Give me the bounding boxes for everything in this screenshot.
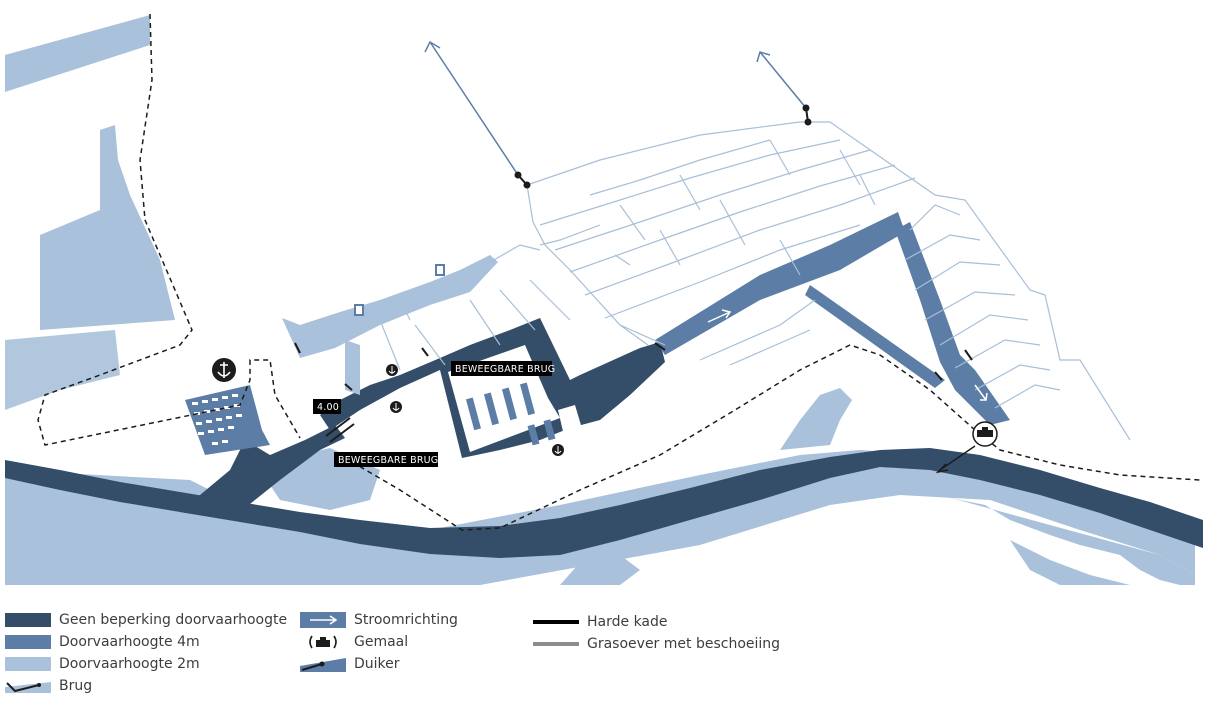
polder-ditches: [379, 121, 1131, 441]
pumping-station-icon: [935, 421, 998, 474]
legend-duiker: Duiker: [300, 654, 400, 674]
legend-label: Harde kade: [587, 614, 668, 630]
legend-geen-beperking: Geen beperking doorvaarhoogte: [5, 610, 287, 630]
legend-harde-kade: Harde kade: [533, 612, 668, 632]
industrial-area-west: [5, 15, 175, 410]
pumping-station-icon: [309, 635, 337, 649]
legend-label: Doorvaarhoogte 2m: [59, 656, 200, 672]
main-river: [5, 448, 1203, 558]
anchor-icon-small: [386, 364, 564, 456]
north-streams: [429, 41, 809, 186]
legend-label: Stroomrichting: [354, 612, 458, 628]
east-channel-4m: [655, 212, 905, 355]
flow-arrow-icon: [300, 612, 346, 628]
map-legend: Geen beperking doorvaarhoogte Doorvaarho…: [0, 606, 1205, 701]
harbour-jetties: [465, 382, 556, 446]
east-branch-4m: [895, 222, 1010, 425]
bridge-label-upper: BEWEEGBARE BRUG: [451, 361, 555, 376]
legend-grasoever: Grasoever met beschoeiing: [533, 634, 780, 654]
legend-label: Grasoever met beschoeiing: [587, 636, 781, 652]
svg-text:BEWEEGBARE BRUG: BEWEEGBARE BRUG: [455, 364, 555, 375]
flow-arrow-icon: [707, 309, 988, 401]
duiker-markers: [514, 104, 812, 189]
north-channels-2m: [282, 255, 498, 358]
harbour-east-pier: [558, 405, 583, 440]
legend-brug: Brug: [5, 676, 92, 696]
light-channel-diag: [805, 285, 945, 388]
legend-label: Doorvaarhoogte 4m: [59, 634, 200, 650]
waterway-map: BEWEEGBARE BRUG BEWEEGBARE BRUG 4.00: [5, 13, 1203, 585]
bridge-label-lower: BEWEEGBARE BRUG: [334, 452, 438, 467]
swatch-medium: [5, 635, 51, 649]
svg-text:4.00: 4.00: [317, 402, 339, 413]
line-solid-grey: [533, 642, 579, 646]
legend-gemaal: Gemaal: [300, 632, 408, 652]
marina-west: [185, 385, 270, 455]
swatch-light: [5, 657, 51, 671]
stream-arrowheads: [424, 40, 771, 63]
swatch-dark: [5, 613, 51, 627]
route-dashed: [37, 13, 1201, 531]
legend-label: Gemaal: [354, 634, 409, 650]
svg-text:BEWEEGBARE BRUG: BEWEEGBARE BRUG: [338, 455, 438, 466]
line-solid-black: [533, 620, 579, 624]
anchor-icon: [212, 358, 236, 382]
height-tag: 4.00: [313, 399, 341, 414]
legend-label: Duiker: [354, 656, 400, 672]
harbour-marker-boxes: [354, 264, 445, 316]
harbour-channel: [180, 425, 345, 520]
light-channel-mid: [345, 340, 360, 395]
legend-doorvaarhoogte-2m: Doorvaarhoogte 2m: [5, 654, 200, 674]
culvert-icon: [300, 658, 346, 672]
bridge-icon: [5, 682, 51, 693]
legend-label: Geen beperking doorvaarhoogte: [59, 612, 288, 628]
legend-label: Brug: [59, 678, 93, 694]
legend-doorvaarhoogte-4m: Doorvaarhoogte 4m: [5, 632, 200, 652]
bridge-marks: [294, 342, 973, 443]
legend-stroomrichting: Stroomrichting: [300, 610, 458, 630]
